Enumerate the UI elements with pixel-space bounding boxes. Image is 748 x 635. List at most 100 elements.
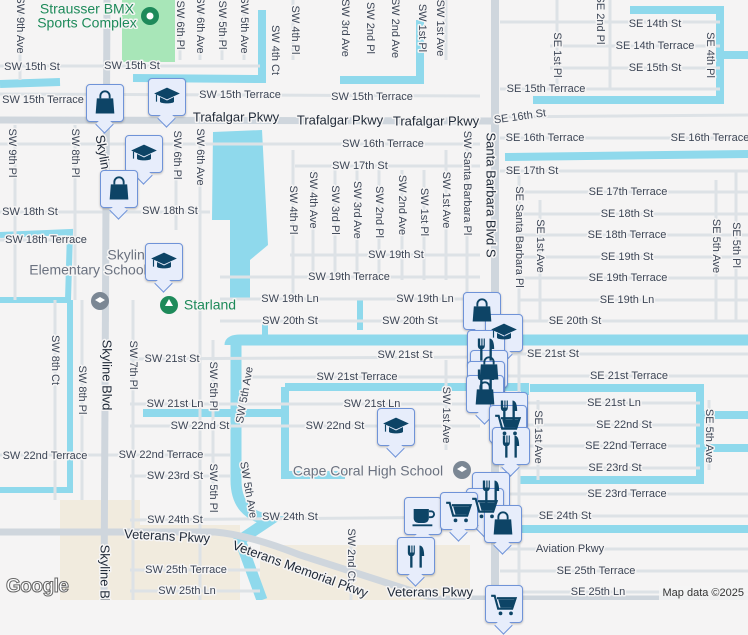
street-label: SW 22nd Terrace [119, 449, 204, 461]
cafe-marker[interactable] [404, 497, 442, 535]
shopping-cart-marker[interactable] [440, 492, 478, 530]
school-marker[interactable] [148, 78, 186, 116]
street-label: SE 23rd St [588, 462, 641, 474]
street-label: SE 20th St [549, 315, 602, 327]
poi-label: Elementary School [29, 262, 147, 278]
street-label: SW 1st Ave [440, 172, 452, 229]
street-label: SW 21st St [144, 353, 199, 365]
street-label: SE 1st Ave [534, 219, 546, 273]
street-label: SE 17th Terrace [589, 186, 668, 198]
street-label: SE 16th St [493, 107, 547, 126]
street-label: SE 24th St [539, 510, 592, 522]
street-label: SE 1st Ave [532, 410, 544, 464]
street-label: SE 22nd Terrace [585, 440, 667, 452]
street-label: SW 18th St [2, 206, 58, 218]
street-label: SE 18th Terrace [588, 229, 667, 241]
street-label: SW 3rd Pl [329, 185, 341, 235]
poi-label: Starland [184, 297, 236, 313]
street-label: SE 16th Terrace [506, 132, 585, 144]
street-label: SE 23rd Terrace [587, 488, 666, 500]
street-label: SW 4th Ave [307, 171, 319, 228]
school-icon [130, 140, 158, 168]
street-label: SE 5th Pl [730, 222, 742, 268]
street-label: SW 4th Pl [289, 6, 301, 55]
major-road-label: Veterans Pkwy [387, 584, 473, 599]
street-label: SE 18th St [601, 208, 654, 220]
school-marker[interactable] [125, 135, 163, 173]
street-label: SW 25th Terrace [145, 564, 227, 576]
park-pin-icon[interactable] [141, 7, 159, 25]
street-label: SW 22nd St [171, 420, 230, 432]
shopping-bag-marker[interactable] [86, 84, 124, 122]
poi-label: Sports Complex [37, 15, 137, 31]
school-marker[interactable] [145, 243, 183, 281]
park-tree-icon[interactable] [160, 296, 178, 314]
street-label: SW 21st St [377, 349, 432, 361]
street-label: SW 7th Pl [127, 341, 139, 390]
street-label: SW 21st Ln [147, 398, 204, 410]
major-road-label: Trafalgar Pkwy [193, 109, 280, 124]
street-label: SE 21st Ln [587, 397, 641, 409]
street-label: SW Santa Barbara Pl [461, 131, 473, 236]
map-attribution[interactable]: Map data ©2025 [659, 586, 748, 600]
school-pin-icon[interactable] [453, 461, 471, 479]
major-road-label: Trafalgar Pkwy [393, 113, 480, 128]
shopping-bag-icon [105, 175, 133, 203]
street-label: Aviation Pkwy [536, 543, 605, 555]
school-icon [382, 413, 410, 441]
street-label: SW 6th Ave [194, 0, 206, 54]
street-label: SW 6th Pl [171, 131, 183, 180]
street-label: SW 1st Pl [418, 188, 430, 236]
street-label: SW 9th Ave [14, 0, 26, 54]
school-pin-icon[interactable] [91, 292, 109, 310]
street-label: SW 24th St [147, 514, 203, 526]
street-label: SE 17th St [506, 165, 559, 177]
street-label: SW 5th Pl [216, 1, 228, 50]
street-label: SW 1st Pl [416, 4, 428, 52]
shopping-bag-icon [489, 510, 517, 538]
street-label: SE 25th Ln [571, 586, 625, 598]
shopping-bag-marker[interactable] [100, 170, 138, 208]
street-label: SW 8th Pl [69, 129, 81, 178]
shopping-cart-icon [445, 497, 473, 525]
street-label: SE 5th Ave [710, 219, 722, 273]
street-label: SE 16th Terrace [671, 132, 748, 144]
street-label: SW 17th St [332, 160, 388, 172]
street-label: SE 19th Ln [600, 294, 654, 306]
street-label: SW 6th Ave [194, 128, 206, 185]
street-label: SE 19th Terrace [589, 272, 668, 284]
street-label: SE 14th Terrace [616, 40, 695, 52]
street-label: SW 3rd Ave [339, 0, 351, 57]
street-label: SW 2nd Pl [373, 186, 385, 238]
restaurant-marker[interactable] [492, 427, 530, 465]
street-label: SW 19th Ln [396, 293, 453, 305]
street-label: SW 20th St [262, 315, 318, 327]
street-label: SE 21st Terrace [590, 370, 668, 382]
street-label: SW 15th Terrace [2, 94, 84, 106]
street-label: SW 18th St [142, 205, 198, 217]
street-label: SW 22nd St [306, 420, 365, 432]
street-label: SE 5th Ave [703, 409, 715, 463]
restaurant-marker[interactable] [397, 537, 435, 575]
street-label: SW 2nd Ave [396, 175, 408, 235]
school-marker[interactable] [377, 408, 415, 446]
street-label: SW 25th Ln [158, 585, 215, 597]
street-label: SE 19th St [601, 251, 654, 263]
street-label: SE 25th Terrace [557, 565, 636, 577]
street-label: SW 15th St [4, 61, 60, 73]
street-label: SE 22nd St [596, 419, 652, 431]
street-label: SE Santa Barbara Pl [513, 186, 525, 288]
cafe-icon [409, 502, 437, 530]
restaurant-icon [497, 432, 525, 460]
street-label: SW 19th Terrace [308, 271, 390, 283]
street-label: SW 5th Pl [207, 464, 219, 513]
street-label: SW 1st Ave [440, 387, 452, 444]
street-label: SE 15th Terrace [507, 83, 586, 95]
shopping-cart-marker[interactable] [485, 585, 523, 623]
street-label: SW 9th Pl [6, 129, 18, 178]
google-logo: Google [6, 576, 68, 598]
street-label: SW 1st Ave [434, 0, 446, 56]
major-road-label: Santa Barbara Blvd S [484, 132, 499, 257]
street-label: SW 3rd Ave [351, 181, 363, 239]
shopping-bag-marker[interactable] [484, 505, 522, 543]
